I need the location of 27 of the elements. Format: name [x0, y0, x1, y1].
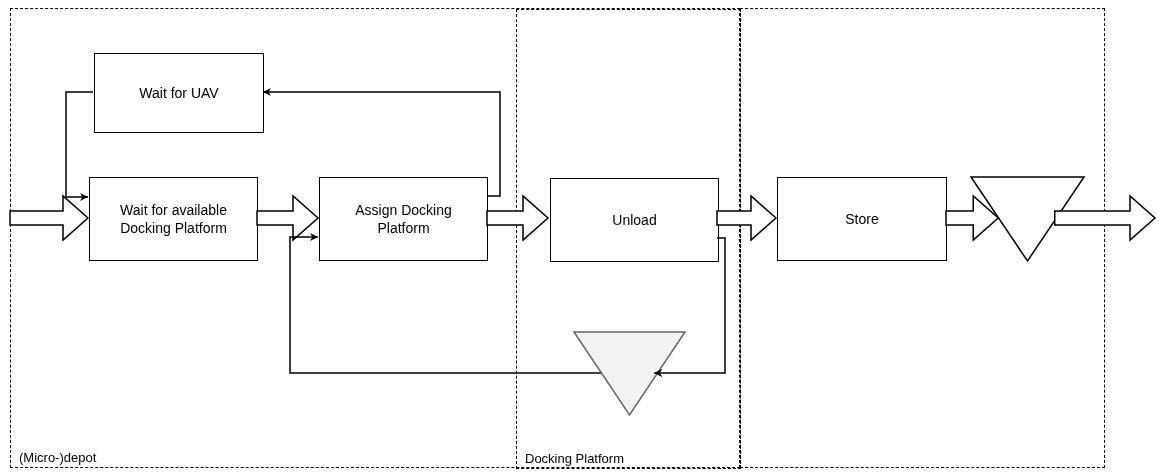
triangle-shape [971, 177, 1084, 261]
block-arrow [256, 194, 320, 242]
process-label: Assign Docking Platform [354, 201, 453, 237]
arrow [653, 237, 726, 377]
process-label: Wait for UAV [139, 84, 219, 102]
block-arrow [1054, 194, 1157, 242]
dashed-region [516, 9, 741, 469]
block-arrow [9, 194, 90, 242]
process-box [550, 178, 719, 262]
process-label: Wait for available Docking Platform [119, 201, 228, 237]
arrow [65, 91, 94, 201]
arrow [262, 88, 501, 197]
process-label: Unload [612, 211, 657, 229]
process-box [319, 177, 488, 261]
region-label: Docking Platform [525, 449, 624, 468]
block-arrow [945, 194, 1000, 242]
block-arrow [486, 194, 550, 242]
process-box [89, 177, 258, 261]
region-label: (Micro-)depot [19, 448, 97, 467]
process-box [777, 177, 947, 261]
dashed-region [740, 8, 1105, 468]
arrow [289, 233, 602, 374]
process-box [94, 53, 264, 133]
triangle-shape [574, 332, 685, 415]
process-label: Store [845, 210, 879, 228]
block-arrow [716, 194, 778, 242]
dashed-region [10, 8, 740, 468]
